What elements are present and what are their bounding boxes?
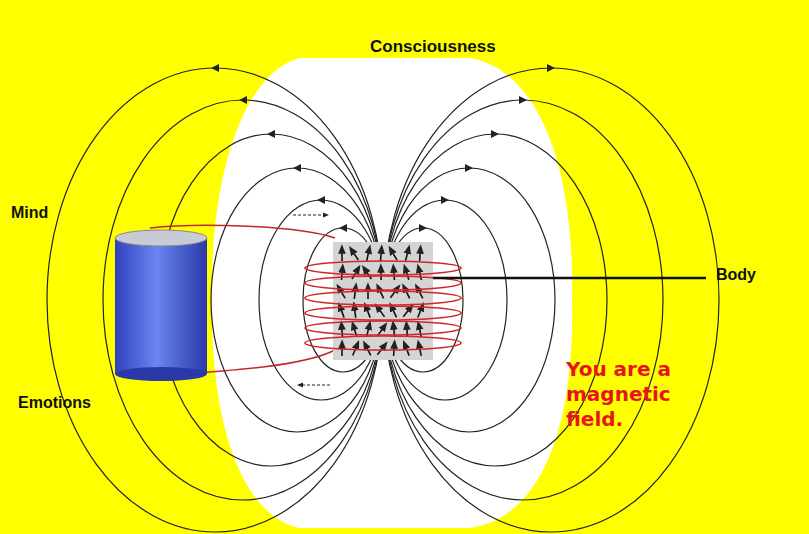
mind-label: Mind [11,204,48,222]
coil [305,261,461,350]
statement-text: You are a magnetic field. [566,357,706,432]
leader-line [433,277,706,280]
consciousness-label: Consciousness [370,37,496,57]
domain-arrows [339,249,423,356]
emotions-label: Emotions [18,394,91,412]
iron-core [333,242,433,360]
flow-arrow [293,215,326,216]
field-ground [212,58,572,528]
battery [115,230,207,381]
body-label: Body [716,266,756,284]
flow-arrow [300,385,330,386]
field-lines [47,64,719,532]
